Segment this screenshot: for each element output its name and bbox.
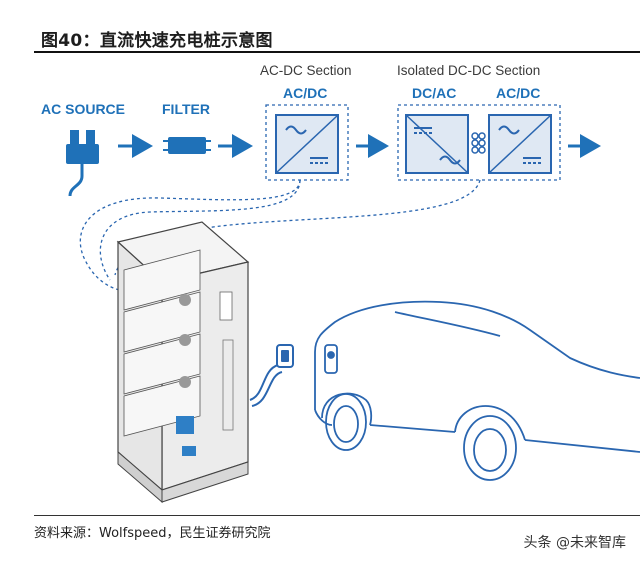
dcac-converter-icon xyxy=(405,114,469,174)
source-note: 资料来源：Wolfspeed，民生证券研究院 xyxy=(34,526,271,541)
filter-icon xyxy=(163,137,211,154)
acdc-label-2: AC/DC xyxy=(496,85,541,101)
isolated-section-label: Isolated DC-DC Section xyxy=(397,63,541,78)
filter-label: FILTER xyxy=(162,101,210,117)
title-divider xyxy=(34,51,640,53)
acdc-section-box xyxy=(265,104,349,181)
dcac-label: DC/AC xyxy=(412,85,457,101)
acdc-label-1: AC/DC xyxy=(283,85,328,101)
acdc-converter-2-icon xyxy=(488,114,552,174)
watermark: 头条 @未来智库 xyxy=(523,535,626,551)
charging-cabinet xyxy=(116,221,250,504)
plug-icon xyxy=(66,130,99,197)
isolated-section-box xyxy=(397,104,561,181)
transformer-icon xyxy=(471,132,486,154)
acdc-converter-icon xyxy=(275,114,339,174)
charging-cable xyxy=(249,344,294,407)
footer-divider xyxy=(34,515,640,516)
car-outline xyxy=(314,300,640,481)
figure-title: 图40：直流快速充电桩示意图 xyxy=(41,31,273,51)
ac-source-label: AC SOURCE xyxy=(41,101,126,117)
acdc-section-label: AC-DC Section xyxy=(260,63,352,78)
